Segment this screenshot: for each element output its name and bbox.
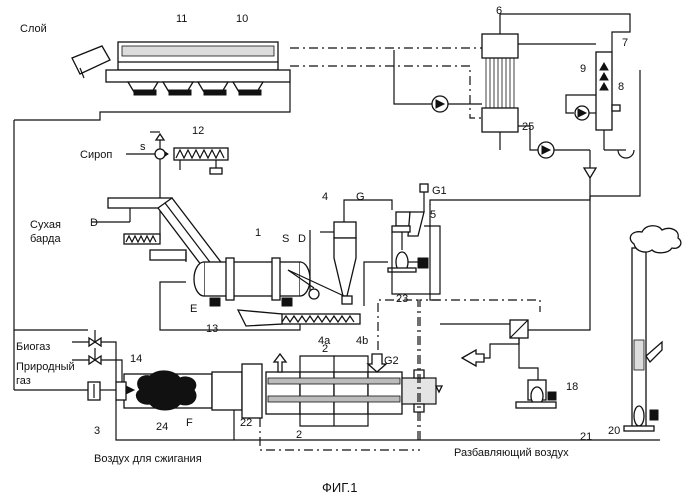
gas-valves (89, 330, 101, 364)
label-e: E (190, 303, 197, 315)
feed-hopper (72, 46, 110, 74)
numeral-3: 3 (94, 425, 100, 437)
numeral-11: 11 (176, 13, 187, 25)
numeral-20: 20 (608, 425, 620, 437)
numeral-7: 7 (622, 37, 628, 49)
numeral-5: 5 (430, 209, 436, 221)
numeral-22: 22 (240, 417, 252, 429)
dryer-fans (128, 82, 263, 95)
numeral-8: 8 (618, 81, 624, 93)
pump-top (432, 96, 448, 112)
label-layer: Слой (20, 23, 47, 35)
numeral-12: 12 (192, 125, 204, 137)
pump-column (575, 106, 589, 120)
belt-dryer (72, 42, 290, 95)
label-g2: G2 (384, 355, 399, 367)
numeral-21: 21 (580, 431, 592, 443)
label-g1: G1 (432, 185, 447, 197)
numeral-4b: 4b (356, 335, 368, 347)
blower-18 (516, 380, 556, 408)
fan-5 (364, 184, 440, 306)
label-natural-gas-2: газ (16, 375, 31, 387)
label-dry-stillage-1: Сухая (30, 219, 61, 231)
numeral-9: 9 (580, 63, 586, 75)
label-dry-stillage-2: барда (30, 233, 61, 245)
figure-caption: ФИГ.1 (322, 480, 358, 495)
numeral-13: 13 (206, 323, 218, 335)
numeral-10: 10 (236, 13, 248, 25)
numeral-6: 6 (496, 5, 502, 17)
label-s: s (140, 141, 146, 153)
label-d-left: D (90, 217, 98, 229)
label-dilution-air: Разбавляющий воздух (454, 447, 569, 459)
numeral-18: 18 (566, 381, 578, 393)
numeral-25: 25 (522, 121, 534, 133)
numeral-24: 24 (156, 421, 168, 433)
numeral-2a: 2 (296, 429, 302, 441)
numeral-14: 14 (130, 353, 142, 365)
numeral-23: 23 (396, 293, 408, 305)
label-f: F (186, 417, 193, 429)
numeral-4a: 4a (318, 335, 331, 347)
label-natural-gas-1: Природный (16, 361, 75, 373)
numeral-1: 1 (255, 227, 261, 239)
screw-conveyor-13 (238, 310, 360, 326)
label-combustion-air: Воздух для сжигания (94, 453, 202, 465)
label-s-dryer: S (282, 233, 289, 245)
pump-bottom (538, 142, 554, 158)
numeral-4: 4 (322, 191, 328, 203)
label-biogas: Биогаз (16, 341, 50, 353)
heat-exchanger (482, 34, 518, 132)
control-unit (440, 196, 590, 408)
separator-column (596, 52, 634, 158)
label-g: G (356, 191, 365, 203)
label-syrup: Сироп (80, 149, 112, 161)
label-d-mid: D (298, 233, 306, 245)
stack (624, 226, 681, 431)
